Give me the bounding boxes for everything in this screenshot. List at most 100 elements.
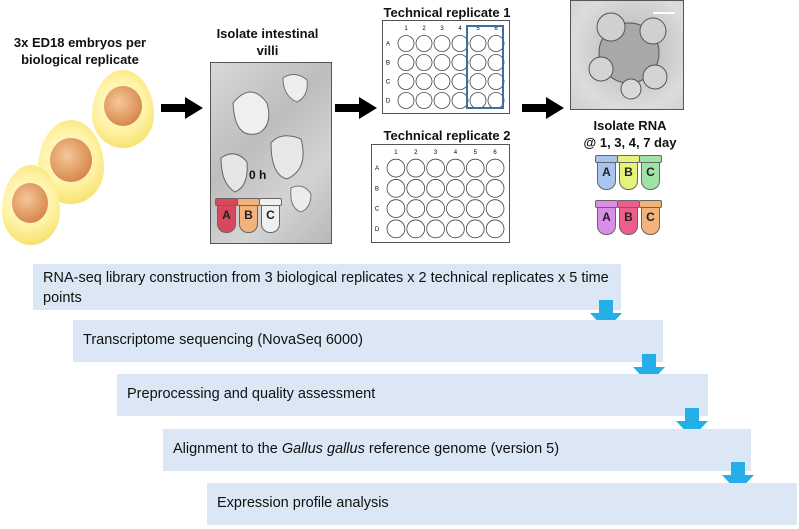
plate-well: [469, 54, 487, 71]
plate-well: [446, 179, 465, 198]
step-1-library-construction: RNA-seq library construction from 3 biol…: [33, 264, 621, 310]
plate-col-label: 2: [422, 26, 426, 32]
plate-well: [426, 199, 445, 218]
plate-well: [446, 219, 465, 239]
plate-well: [406, 199, 426, 218]
plate-well: [451, 35, 469, 52]
plate-row-label: B: [375, 186, 379, 192]
stage1-label: 3x ED18 embryos per biological replicate: [0, 34, 160, 68]
plate-well: [426, 179, 445, 198]
stage2-label-line2: villi: [256, 43, 279, 58]
tube-rna-top-b: B: [617, 155, 640, 190]
tube-rna-bottom-a-label: A: [602, 210, 611, 224]
tube-rna-bottom-b-label: B: [624, 210, 633, 224]
plate-well: [487, 54, 505, 71]
plate-row-label: C: [386, 80, 391, 86]
plate-row-label: D: [375, 227, 380, 233]
tube-0h-b-label: B: [244, 208, 253, 222]
stage1-label-line2: biological replicate: [21, 52, 139, 67]
egg-bottom: [2, 165, 60, 245]
plate-row-label: A: [375, 166, 379, 172]
tube-rna-top-a: A: [595, 155, 618, 190]
plate-well: [397, 54, 415, 71]
plate-row-label: A: [386, 42, 390, 48]
plate-well: [397, 35, 415, 52]
plate-col-label: 6: [494, 26, 498, 32]
plate-well: [469, 73, 487, 90]
tube-0h-a: A: [215, 198, 238, 233]
step-5-expression-analysis: Expression profile analysis: [207, 483, 797, 525]
plate-well: [426, 219, 445, 239]
plate-well: [433, 73, 451, 90]
step-4-text-post: reference genome (version 5): [364, 441, 560, 457]
embryo-eggs: [0, 70, 160, 250]
plate-well: [415, 92, 433, 109]
tube-0h-c: C: [259, 198, 282, 233]
tube-rna-top-c-label: C: [646, 165, 655, 179]
plate-well: [485, 179, 505, 198]
tube-0h-b: B: [237, 198, 260, 233]
stage2-label-line1: Isolate intestinal: [216, 26, 319, 41]
plate-well: [465, 179, 485, 198]
plate-well: [406, 179, 426, 198]
step-3-preprocessing: Preprocessing and quality assessment: [117, 374, 708, 416]
plate-col-label: 4: [458, 26, 462, 32]
tube-rna-bottom-b: B: [617, 200, 640, 235]
tube-0h-a-label: A: [222, 208, 231, 222]
plate-well: [465, 199, 485, 218]
flow-arrow-3: [522, 97, 564, 119]
plate-well: [451, 92, 469, 109]
plate-well: [426, 158, 445, 178]
tube-rna-top-c: C: [639, 155, 662, 190]
plate-well: [397, 73, 415, 90]
plate-row-label: B: [386, 61, 390, 67]
plate-col-label: 4: [454, 150, 458, 156]
plate-well: [406, 219, 426, 239]
plate-well: [397, 92, 415, 109]
stage4-label-line1: Isolate RNA: [593, 118, 667, 133]
plate-well: [386, 179, 406, 198]
plate-row-label: D: [386, 99, 391, 105]
plate-well: [433, 35, 451, 52]
stage4-label: Isolate RNA @ 1, 3, 4, 7 day: [566, 117, 694, 151]
tube-rna-bottom-a: A: [595, 200, 618, 235]
plate-well: [465, 158, 485, 178]
time-label-0h: 0 h: [249, 168, 267, 182]
plate-well: [433, 54, 451, 71]
plate-well: [415, 54, 433, 71]
stage2-label: Isolate intestinal villi: [205, 25, 330, 59]
villi-shapes: [220, 74, 312, 213]
stage1-label-line1: 3x ED18 embryos per: [13, 35, 147, 50]
tube-rna-top-a-label: A: [602, 165, 611, 179]
step-4-alignment: Alignment to the Gallus gallus reference…: [163, 429, 751, 471]
plate-well: [485, 158, 505, 178]
plate-col-label: 3: [440, 26, 444, 32]
plate-col-label: 2: [414, 150, 418, 156]
step-4-species: Gallus gallus: [281, 441, 365, 457]
villi-micrograph: 0 h A B C: [210, 62, 332, 244]
flow-arrow-1: [161, 97, 203, 119]
step-4-text-pre: Alignment to the: [173, 441, 282, 457]
plate-well: [386, 158, 406, 178]
flow-arrow-2: [335, 97, 377, 119]
plate-well: [446, 199, 465, 218]
plate-col-label: 5: [474, 150, 478, 156]
plate-row-label: C: [375, 207, 380, 213]
plate-col-label: 1: [404, 26, 408, 32]
step-2-sequencing: Transcriptome sequencing (NovaSeq 6000): [73, 320, 663, 362]
rna-tubes: A B C A B C: [594, 150, 674, 240]
plate-well: [433, 92, 451, 109]
plate-well: [386, 199, 406, 218]
plate-well: [465, 219, 485, 239]
plate-well: [406, 158, 426, 178]
plate-well: [415, 35, 433, 52]
plate-well: [485, 199, 505, 218]
plate-well: [487, 73, 505, 90]
tube-rna-bottom-c: C: [639, 200, 662, 235]
tube-0h-c-label: C: [266, 208, 275, 222]
plate-col-label: 1: [394, 150, 398, 156]
plate-well: [487, 35, 505, 52]
